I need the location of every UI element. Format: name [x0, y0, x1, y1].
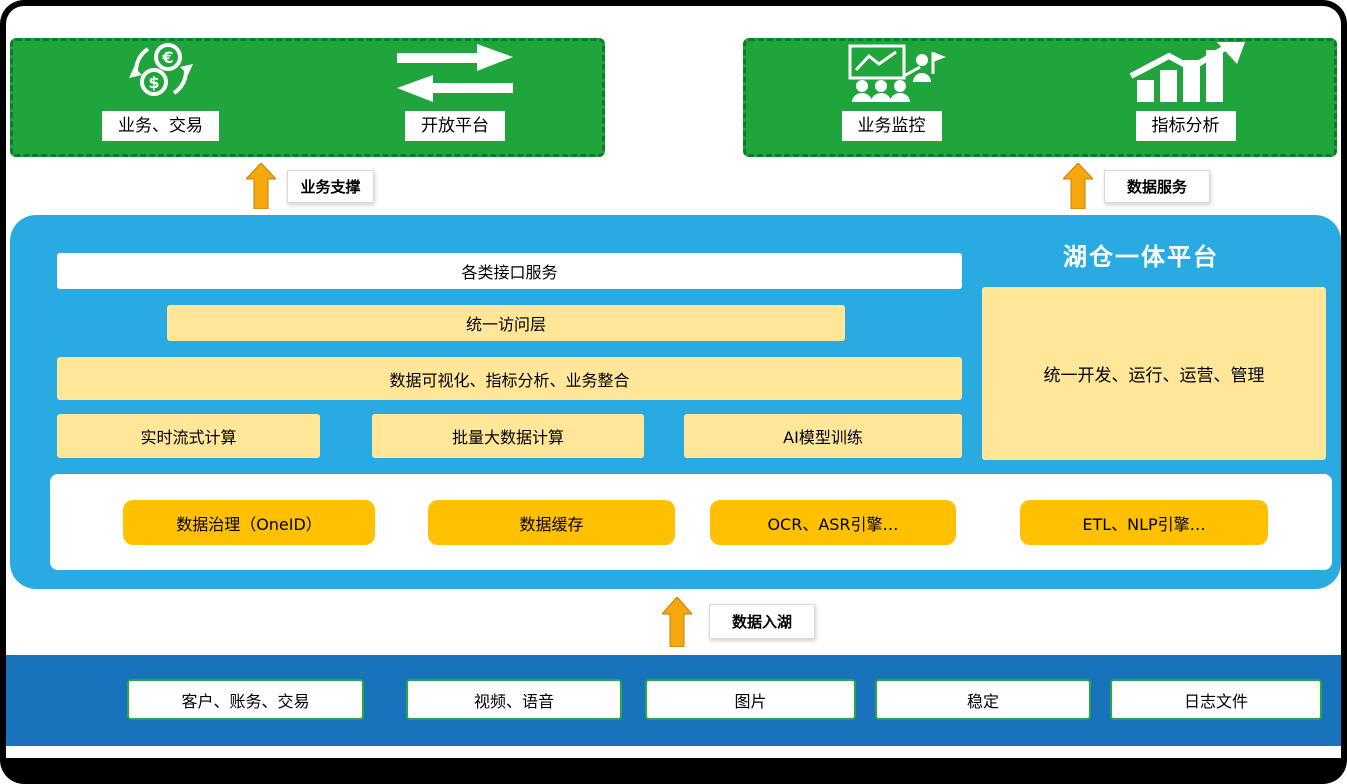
top-item-open-platform: 开放平台 — [397, 44, 513, 141]
svg-text:$: $ — [148, 73, 159, 92]
unified-access-layer: 统一访问层 — [167, 305, 845, 341]
engine-layer: 数据治理（OneID） 数据缓存 OCR、ASR引擎… ETL、NLP引擎… — [50, 474, 1332, 570]
top-item-business-trade: € $ 业务、交易 — [102, 40, 219, 141]
open-platform-arrows-icon — [397, 44, 513, 106]
platform-title: 湖仓一体平台 — [1063, 243, 1219, 271]
business-apps-group: € $ 业务、交易 开放平台 — [10, 38, 605, 157]
top-item-metrics-analysis: 指标分析 — [1127, 42, 1245, 141]
top-item-label: 业务、交易 — [102, 111, 219, 141]
ai-model-training-box: AI模型训练 — [684, 414, 962, 458]
data-ingest-label: 数据入湖 — [709, 604, 815, 639]
etl-nlp-engine-box: ETL、NLP引擎… — [1020, 500, 1268, 545]
top-item-label: 指标分析 — [1135, 111, 1236, 141]
monitoring-group: 业务监控 指标分析 — [743, 38, 1337, 157]
currency-exchange-icon: € $ — [115, 40, 207, 106]
business-support-arrow-icon — [244, 162, 278, 213]
lake-warehouse-platform: 湖仓一体平台 各类接口服务 统一访问层 数据可视化、指标分析、业务整合 实时流式… — [10, 215, 1341, 589]
unified-management-box: 统一开发、运行、运营、管理 — [982, 287, 1326, 460]
data-governance-box: 数据治理（OneID） — [123, 500, 375, 545]
batch-bigdata-compute-box: 批量大数据计算 — [372, 414, 644, 458]
source-customer-accounts: 客户、账务、交易 — [127, 679, 364, 720]
data-source-bar: 客户、账务、交易 视频、语音 图片 稳定 日志文件 — [6, 655, 1341, 746]
source-log-files: 日志文件 — [1110, 679, 1322, 720]
business-support-label: 业务支撑 — [287, 170, 374, 203]
ocr-asr-engine-box: OCR、ASR引擎… — [710, 500, 956, 545]
source-stable: 稳定 — [875, 679, 1091, 720]
business-monitoring-icon — [836, 44, 948, 106]
data-service-label: 数据服务 — [1104, 170, 1210, 203]
data-cache-box: 数据缓存 — [428, 500, 675, 545]
visualization-layer: 数据可视化、指标分析、业务整合 — [57, 357, 962, 400]
svg-text:€: € — [161, 48, 173, 67]
top-item-label: 开放平台 — [405, 111, 505, 141]
top-item-label: 业务监控 — [841, 111, 942, 141]
realtime-stream-compute-box: 实时流式计算 — [57, 414, 320, 458]
source-images: 图片 — [645, 679, 856, 720]
data-service-arrow-icon — [1061, 162, 1095, 213]
interface-service-layer: 各类接口服务 — [57, 253, 962, 289]
data-ingest-arrow-icon — [660, 596, 694, 651]
source-video-audio: 视频、语音 — [406, 679, 622, 720]
metrics-growth-icon — [1127, 42, 1245, 106]
top-item-business-monitoring: 业务监控 — [836, 44, 948, 141]
